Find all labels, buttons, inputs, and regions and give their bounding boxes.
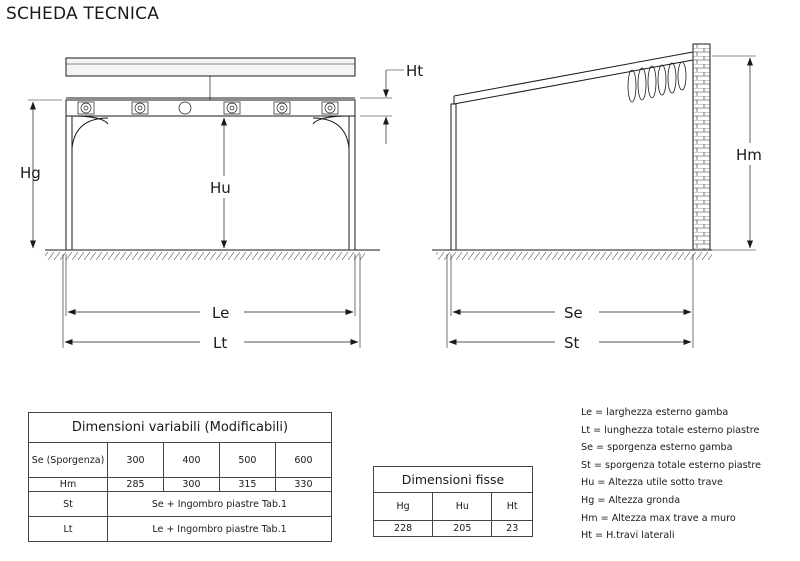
se-value: 300: [107, 442, 164, 478]
variable-table-title: Dimensioni variabili (Modificabili): [28, 412, 332, 443]
hm-value: 315: [218, 477, 276, 492]
legend-item: St = sporgenza totale esterno piastre: [581, 459, 762, 471]
brick-wall: [692, 43, 711, 251]
legend-item: Lt = lunghezza totale esterno piastre: [581, 424, 760, 436]
side-view: [432, 43, 756, 348]
awning-folds: [627, 61, 687, 103]
legend-item: Hm = Altezza max trave a muro: [581, 512, 736, 524]
fixed-value-ht: 23: [491, 520, 533, 537]
hm-value: 330: [274, 477, 333, 492]
row-st-label: St: [28, 491, 108, 517]
legend-item: Ht = H.travi laterali: [581, 530, 675, 542]
label-se: Se: [564, 304, 583, 322]
fixed-header-hu: Hu: [432, 492, 493, 521]
technical-drawing: Ht Hg Hu Le Lt Hm Se St: [20, 43, 762, 352]
page-title: SCHEDA TECNICA: [6, 4, 160, 24]
label-lt: Lt: [213, 334, 227, 352]
fixed-header-hg: Hg: [372, 492, 434, 521]
front-leg-left: [65, 115, 73, 251]
fixed-value-hu: 205: [432, 520, 493, 537]
fixed-dimensions-table: Dimensioni fisse Hg Hu Ht 228 205 23: [372, 466, 533, 537]
front-leg-right: [348, 115, 356, 251]
label-le: Le: [212, 304, 229, 322]
legend-item: Le = larghezza esterno gamba: [581, 407, 729, 418]
label-hu: Hu: [210, 179, 231, 197]
fixed-value-hg: 228: [372, 520, 434, 537]
side-leg: [450, 103, 457, 251]
front-bracket-right: [312, 115, 350, 149]
hm-value: 300: [162, 477, 220, 492]
se-value: 500: [218, 442, 276, 478]
label-hm: Hm: [736, 146, 762, 164]
label-st: St: [564, 334, 580, 352]
se-value: 400: [162, 442, 220, 478]
fixed-table-title: Dimensioni fisse: [373, 466, 533, 493]
label-hg: Hg: [20, 164, 41, 182]
side-roof-top: [453, 51, 694, 97]
label-ht: Ht: [406, 62, 423, 80]
front-view: [28, 57, 404, 348]
side-ground-hatch: [436, 251, 712, 260]
st-formula: Se + Ingombro piastre Tab.1: [107, 491, 332, 517]
beam-rosettes: [77, 101, 339, 115]
legend: Le = larghezza esterno gamba Lt = lunghe…: [581, 404, 761, 545]
row-lt-label: Lt: [28, 516, 108, 542]
variable-dimensions-table: Dimensioni variabili (Modificabili) Se (…: [28, 412, 333, 542]
front-beam: [65, 99, 356, 117]
lt-formula: Le + Ingombro piastre Tab.1: [107, 516, 332, 542]
front-roof: [65, 57, 356, 77]
fixed-header-ht: Ht: [491, 492, 533, 521]
hm-value: 285: [107, 477, 164, 492]
side-roof-bottom: [453, 59, 694, 105]
row-hm-label: Hm: [28, 477, 108, 492]
front-bracket-left: [71, 115, 109, 149]
se-value: 600: [274, 442, 333, 478]
legend-item: Se = sporgenza esterno gamba: [581, 442, 733, 454]
legend-item: Hu = Altezza utile sotto trave: [581, 477, 723, 489]
row-se-label: Se (Sporgenza): [28, 442, 108, 478]
legend-item: Hg = Altezza gronda: [581, 494, 681, 506]
front-ground-hatch: [45, 251, 365, 260]
